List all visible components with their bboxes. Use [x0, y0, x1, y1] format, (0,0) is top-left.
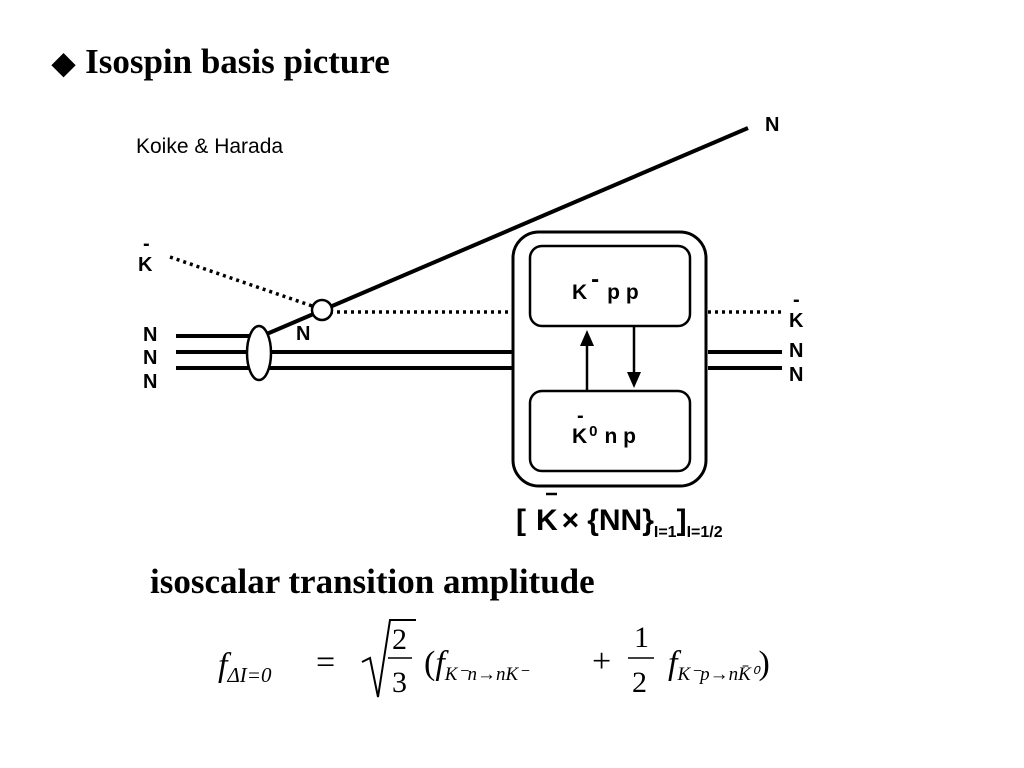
page-title-text: Isospin basis picture — [85, 42, 390, 81]
bracket-times: × — [562, 504, 580, 537]
bracket-open: [ — [516, 504, 526, 537]
incoming-kaon-line — [169, 255, 319, 310]
vertex-nucleon-label: N — [296, 323, 310, 345]
frac1-num: 2 — [392, 623, 407, 656]
right-kaon-label: K — [789, 310, 804, 332]
bracket-k: K — [536, 504, 558, 537]
box-bottom-rest: n p — [605, 425, 637, 448]
incoming-kaon-label: K — [138, 254, 153, 276]
box-top-rest: p p — [607, 281, 639, 304]
nucleus-vertex — [245, 324, 273, 382]
box-bottom-sup: 0 — [589, 423, 597, 440]
formula-term2-sub: K⁻p→nK̄⁰ — [676, 664, 760, 685]
sqrt-sign — [361, 619, 416, 698]
frac1-den: 3 — [392, 666, 407, 699]
right-nucleon-label-1: N — [789, 340, 803, 362]
arrow-up-head — [580, 330, 594, 346]
diamond-bullet-icon: ◆ — [52, 47, 76, 80]
box-bottom-bar: - — [577, 405, 584, 427]
bracket-sub-inner: I=1 — [654, 524, 677, 541]
formula-term1-sub: K⁻n→nK⁻ — [444, 664, 530, 685]
box-top-k: K — [572, 281, 587, 304]
channel-box-kminus-pp — [528, 244, 692, 328]
left-nucleon-label-2: N — [143, 347, 157, 369]
box-bottom-k: K — [572, 425, 587, 448]
arrow-down-head — [627, 372, 641, 388]
formula-term1: (fK⁻n→nK⁻ — [424, 645, 530, 685]
formula-term2: fK⁻p→nK̄⁰) — [668, 645, 770, 685]
outgoing-nucleon-line — [261, 126, 749, 338]
formula-lparen: ( — [424, 645, 435, 682]
outgoing-nucleon-label: N — [765, 114, 779, 136]
incoming-kaon-bar: - — [143, 233, 150, 255]
formula-lhs: fΔI=0 — [218, 647, 272, 687]
formula-plus: + — [592, 643, 611, 680]
formula-eq: = — [316, 644, 335, 681]
frac2-den: 2 — [632, 666, 647, 699]
left-nucleon-label-1: N — [143, 324, 157, 346]
subheading: isoscalar transition amplitude — [150, 562, 595, 601]
right-kaon-bar: - — [793, 289, 800, 311]
isoscalar-formula: fΔI=0 = 2 3 (fK⁻n→nK⁻ + 1 2 fK⁻p→nK̄⁰) — [218, 619, 770, 699]
kaon-vertex — [310, 298, 334, 322]
formula-lhs-sub: ΔI=0 — [226, 663, 271, 687]
bracket-sub-outer: I=1/2 — [687, 524, 723, 541]
bracket-close: ] — [677, 504, 687, 537]
left-nucleon-label-3: N — [143, 371, 157, 393]
isospin-bracket-label: [ K×{NN}I=1]I=1/2 — [516, 504, 723, 541]
credit-label: Koike & Harada — [136, 135, 284, 158]
box-top-label: K-p p — [572, 266, 639, 304]
box-top-sup: - — [591, 266, 599, 293]
formula-rparen: ) — [758, 645, 769, 682]
bracket-nn: {NN} — [587, 504, 654, 537]
channel-box-kbar0-np — [528, 389, 692, 473]
page-title: ◆ Isospin basis picture — [52, 42, 390, 82]
right-nucleon-label-2: N — [789, 364, 803, 386]
frac2-num: 1 — [634, 621, 649, 654]
